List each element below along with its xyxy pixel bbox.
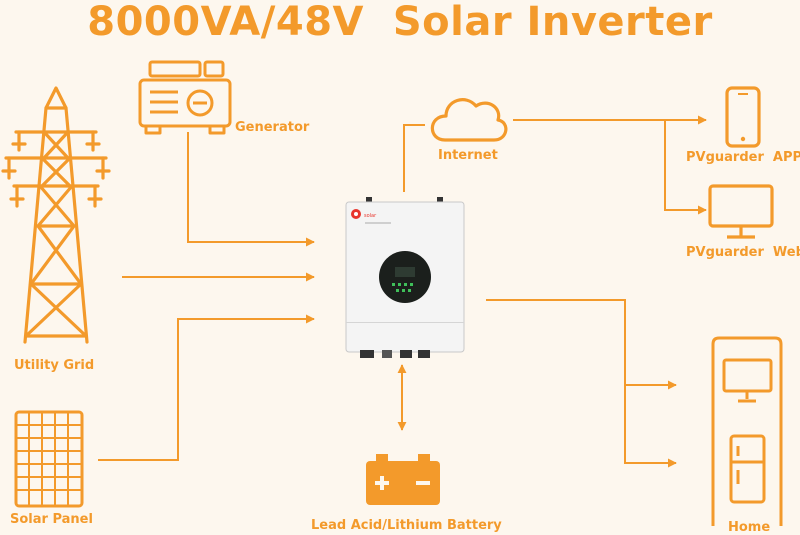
monitor-icon <box>708 184 774 239</box>
home-connector-bottom <box>624 385 677 468</box>
internet-label: Internet <box>438 148 498 163</box>
solar-panel-label: Solar Panel <box>10 512 93 527</box>
inverter-icon: solar <box>345 197 465 358</box>
web-connector <box>664 120 707 215</box>
web-label: PVguarder Web <box>686 245 800 260</box>
cloud-icon <box>430 98 508 142</box>
home-label: Home <box>728 520 771 535</box>
generator-label: Generator <box>235 120 310 135</box>
generator-connector <box>187 132 315 247</box>
home-connector-top <box>486 299 677 390</box>
solar-panel-icon <box>14 410 84 508</box>
smartphone-icon <box>725 86 761 148</box>
internet-connector <box>403 124 425 192</box>
utility-grid-label: Utility Grid <box>14 358 95 373</box>
battery-icon <box>366 454 440 505</box>
battery-label: Lead Acid/Lithium Battery <box>311 518 502 533</box>
solar-connector <box>98 314 315 461</box>
app-label: PVguarder APP <box>686 150 800 165</box>
house-icon <box>711 336 783 526</box>
inverter-brand: solar <box>364 213 377 219</box>
page-title: 8000VA/48V Solar Inverter <box>87 0 713 45</box>
generator-icon <box>138 60 232 135</box>
transmission-tower-icon <box>1 86 111 344</box>
